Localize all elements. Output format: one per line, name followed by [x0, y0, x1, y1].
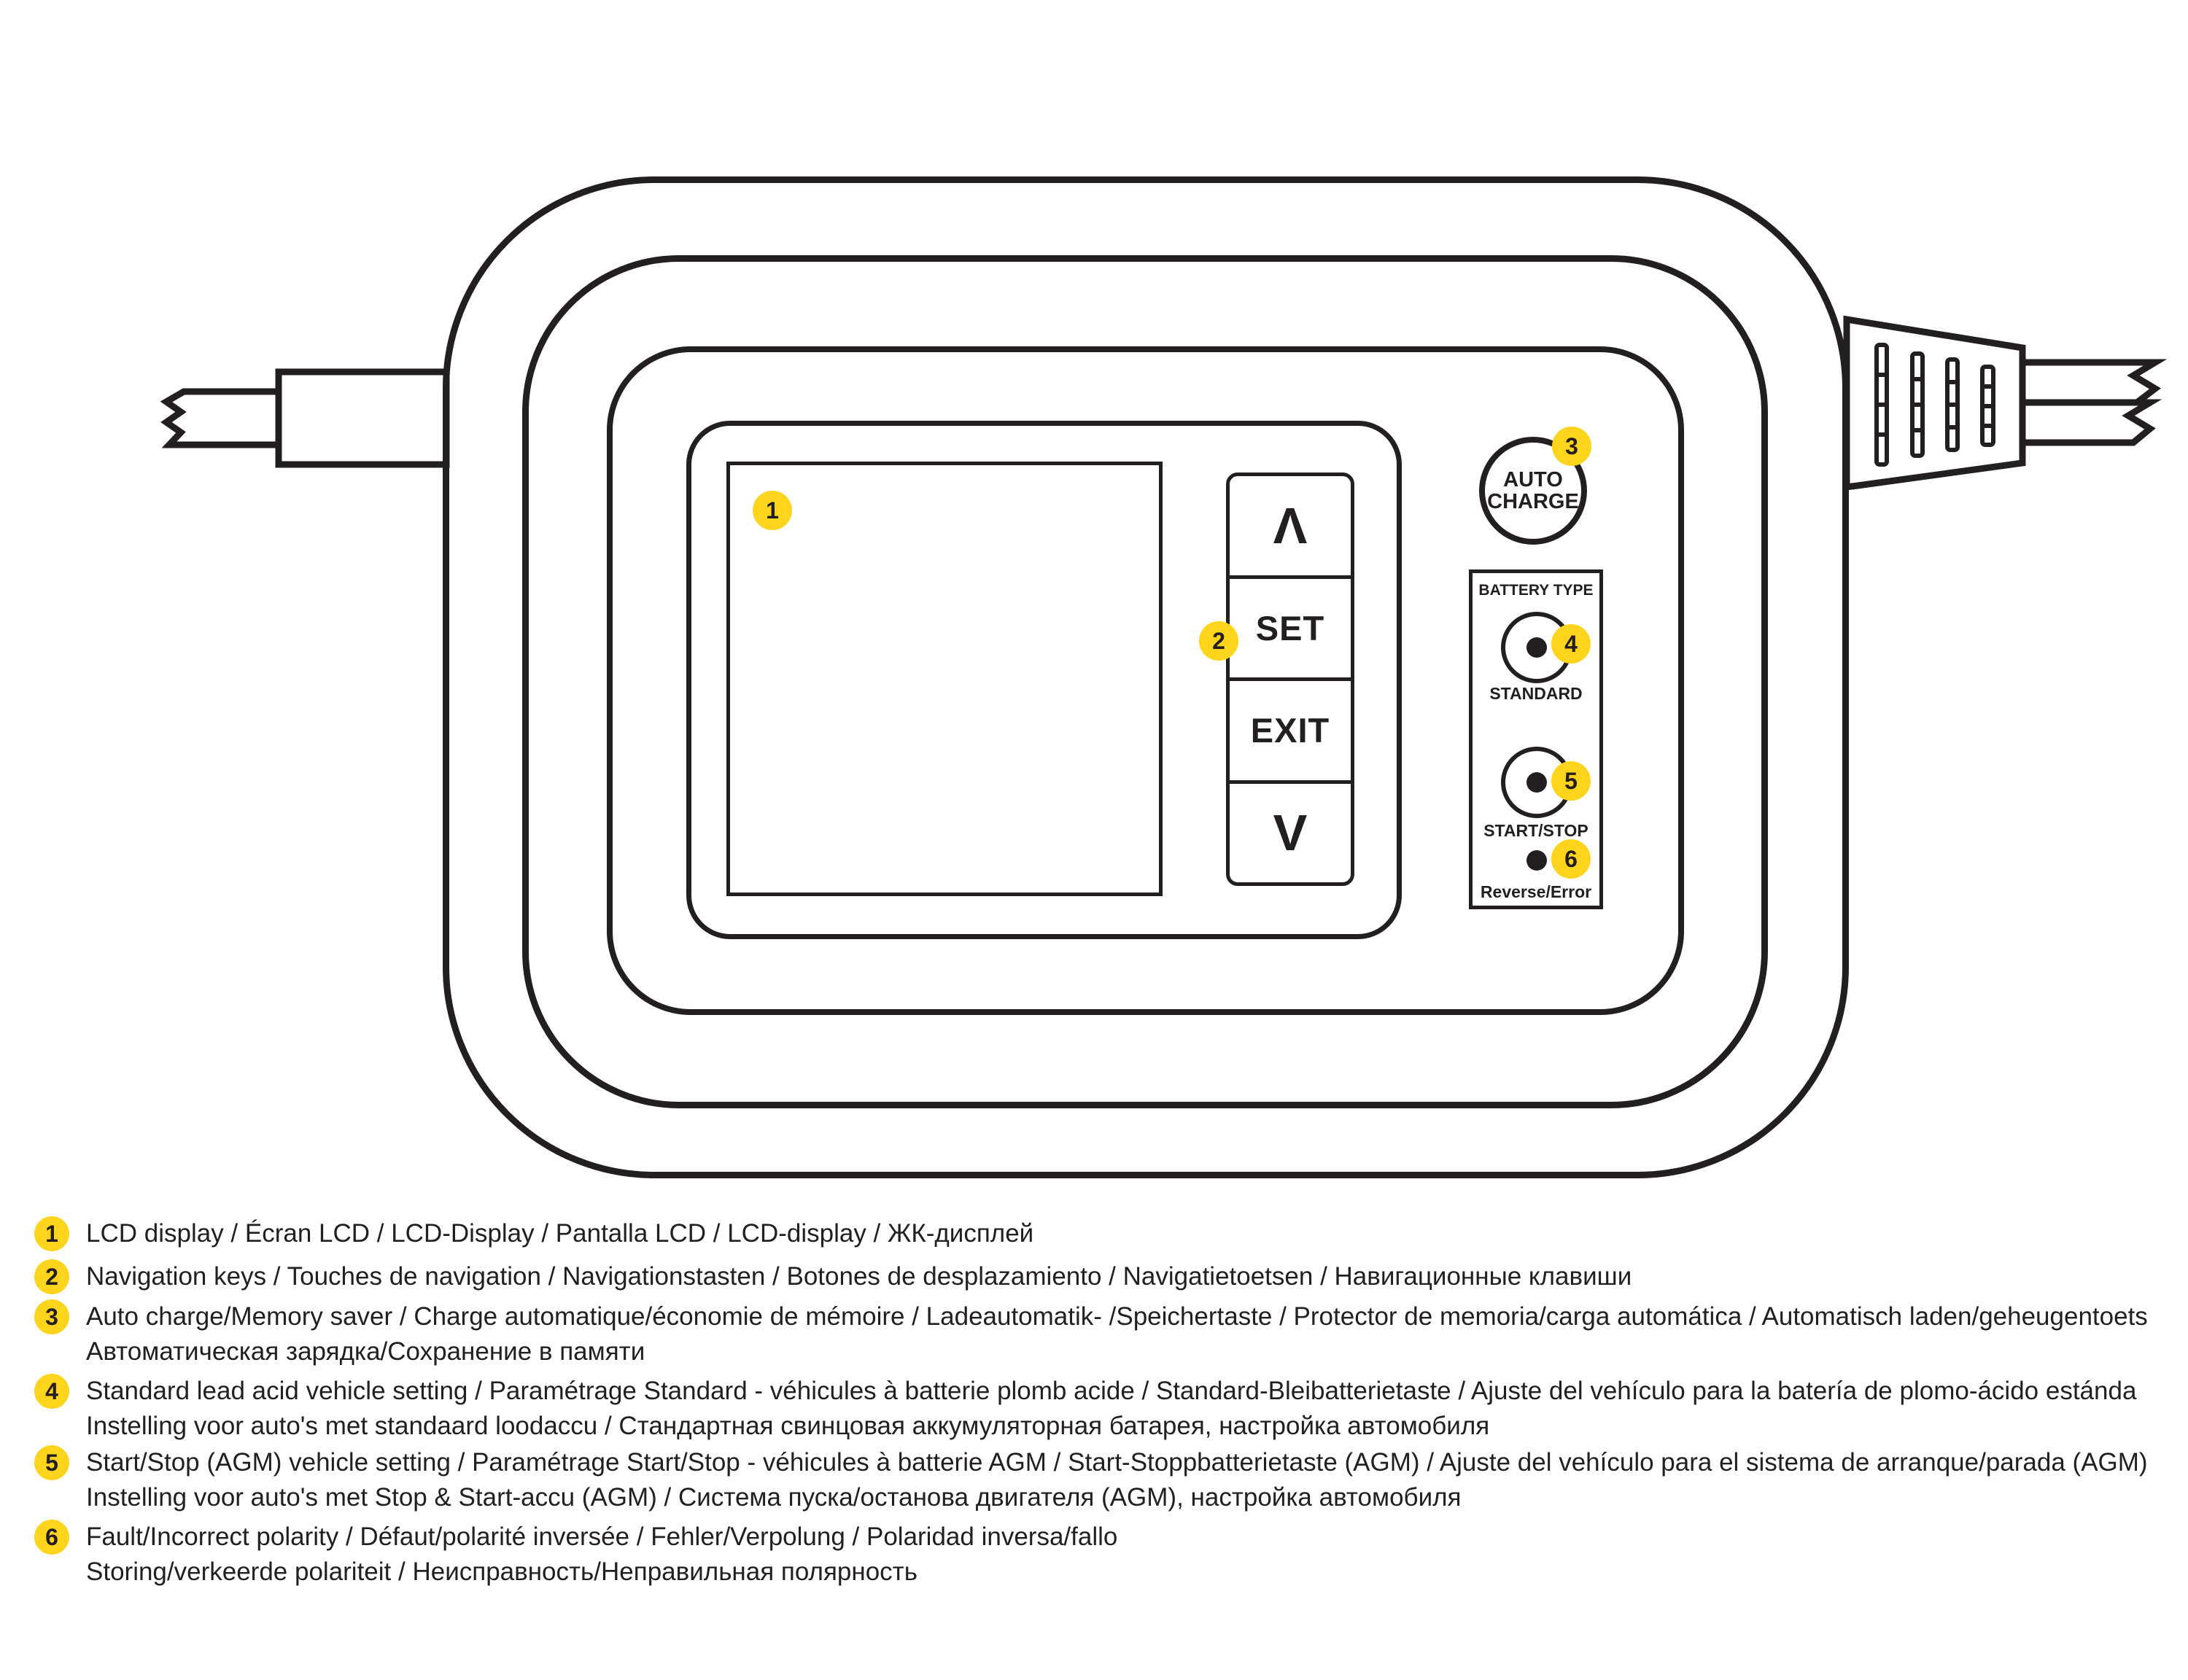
callout-2-navigation: 2	[1199, 621, 1238, 661]
legend-item-4: 4 Standard lead acid vehicle setting / P…	[34, 1374, 2136, 1444]
legend-badge-3: 3	[34, 1299, 69, 1334]
legend-text-3-line2: Автоматическая зарядка/Сохранение в памя…	[86, 1337, 645, 1366]
standard-led-dot	[1526, 637, 1547, 658]
start-stop-label: START/STOP	[1483, 821, 1588, 840]
legend-item-5: 5 Start/Stop (AGM) vehicle setting / Par…	[34, 1445, 2148, 1515]
legend-item-2: 2 Navigation keys / Touches de navigatio…	[34, 1259, 1632, 1294]
auto-charge-label-line2: CHARGE	[1487, 490, 1579, 513]
charger-outer-housing	[443, 176, 1849, 1178]
up-button[interactable]: Λ	[1273, 497, 1308, 554]
standard-label: STANDARD	[1489, 684, 1583, 703]
callout-6-fault: 6	[1551, 839, 1591, 879]
legend-badge-6: 6	[34, 1520, 69, 1555]
auto-charge-label-line1: AUTO	[1503, 468, 1563, 491]
legend-text-6-line2: Storing/verkeerde polariteit / Неисправн…	[86, 1558, 918, 1586]
right-cable-lower	[2019, 399, 2162, 446]
legend-item-3: 3 Auto charge/Memory saver / Charge auto…	[34, 1299, 2148, 1369]
legend-text-6-line1: Fault/Incorrect polarity / Défaut/polari…	[86, 1522, 1118, 1551]
legend-badge-2: 2	[34, 1259, 69, 1294]
legend-item-1: 1 LCD display / Écran LCD / LCD-Display …	[34, 1216, 1033, 1251]
legend-text-4-line1: Standard lead acid vehicle setting / Par…	[86, 1377, 2137, 1405]
legend-item-6: 6 Fault/Incorrect polarity / Défaut/pola…	[34, 1520, 1117, 1590]
callout-1-lcd: 1	[753, 491, 792, 530]
navigation-keys: Λ SET EXIT V	[1226, 472, 1354, 886]
strain-relief-slots	[1874, 343, 1995, 467]
lcd-display	[726, 462, 1163, 896]
right-strain-relief	[1843, 315, 2026, 491]
right-cable-upper	[2019, 359, 2168, 406]
left-wire	[160, 388, 282, 448]
battery-type-title: BATTERY TYPE	[1478, 582, 1594, 599]
charger-mid-housing	[522, 255, 1768, 1108]
left-cable-connector	[275, 368, 450, 468]
legend-badge-5: 5	[34, 1445, 69, 1480]
legend-text-4-line2: Instelling voor auto's met standaard loo…	[86, 1412, 1490, 1440]
lcd-button-group	[686, 421, 1402, 939]
callout-5-start-stop: 5	[1551, 761, 1591, 801]
legend-badge-1: 1	[34, 1216, 69, 1251]
start-stop-led-dot	[1526, 772, 1547, 793]
legend-text-3-line1: Auto charge/Memory saver / Charge automa…	[86, 1302, 2148, 1331]
callout-3-auto-charge: 3	[1552, 427, 1591, 466]
legend-text-5-line1: Start/Stop (AGM) vehicle setting / Param…	[86, 1448, 2148, 1477]
legend-text-1: LCD display / Écran LCD / LCD-Display / …	[86, 1219, 1034, 1248]
set-button[interactable]: SET	[1230, 575, 1351, 678]
legend-text-2: Navigation keys / Touches de navigation …	[86, 1262, 1632, 1291]
reverse-error-led	[1526, 850, 1547, 871]
reverse-error-label: Reverse/Error	[1480, 882, 1592, 901]
legend-badge-4: 4	[34, 1374, 69, 1409]
callout-4-standard: 4	[1551, 624, 1591, 664]
down-button[interactable]: V	[1230, 779, 1351, 883]
legend-text-5-line2: Instelling voor auto's met Stop & Start-…	[86, 1483, 1462, 1512]
exit-button[interactable]: EXIT	[1230, 677, 1351, 780]
charger-front-panel	[607, 346, 1684, 1015]
